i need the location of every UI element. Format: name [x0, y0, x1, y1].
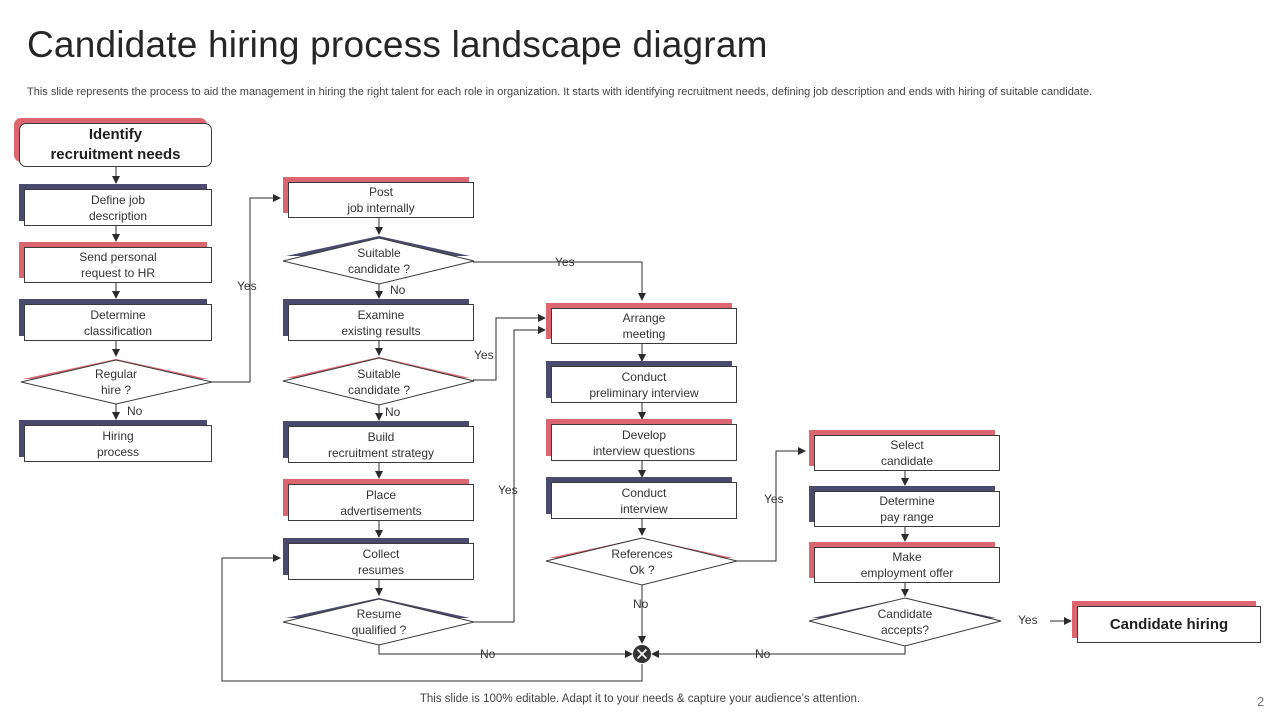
arrow-suitable2-arrange [473, 314, 546, 381]
label-yes-suitable1: Yes [555, 255, 575, 269]
arrow-resume-end [378, 645, 633, 658]
decision-regular-hire-label: Regular hire ? [94, 367, 138, 397]
decision-candidate-accepts-label: Candidate accepts? [877, 607, 933, 637]
arrow-resume-arrange [473, 326, 546, 623]
decision-regular-hire [20, 359, 213, 405]
decision-suitable-candidate-1-label: Suitable candidate ? [347, 246, 411, 276]
arrow-end-collect [221, 554, 643, 682]
page-title: Candidate hiring process landscape diagr… [27, 24, 768, 65]
node-examine-existing-results: Examine existing results [283, 299, 474, 341]
decision-references-ok-label: References Ok ? [611, 547, 673, 577]
node-identify-recruitment-needs: Identify recruitment needs [14, 118, 212, 167]
decision-resume-qualified [282, 598, 475, 646]
node-build-recruitment-strategy: Build recruitment strategy [283, 421, 474, 463]
node-hiring-process: Hiring process [19, 420, 212, 462]
label-yes-accepts: Yes [1018, 613, 1038, 627]
decision-references-ok [545, 537, 738, 586]
node-select-candidate: Select candidate [809, 430, 1000, 471]
label-no-regular: No [127, 404, 143, 418]
page-subtitle: This slide represents the process to aid… [27, 86, 1093, 98]
decision-suitable-candidate-2 [282, 357, 475, 406]
x-circle-icon [633, 645, 651, 663]
node-develop-interview-questions: Develop interview questions [546, 419, 737, 461]
node-send-personal-request: Send personal request to HR [19, 242, 212, 283]
decision-candidate-accepts [808, 597, 1002, 647]
node-define-job-description: Define job description [19, 184, 212, 226]
label-no-suitable2: No [385, 405, 401, 419]
arrow-accepts-end [651, 646, 906, 658]
label-yes-references: Yes [764, 492, 784, 506]
page-number: 2 [1257, 694, 1265, 709]
node-conduct-preliminary-interview: Conduct preliminary interview [546, 361, 737, 403]
label-no-resume: No [480, 647, 496, 661]
decision-suitable-candidate-2-label: Suitable candidate ? [347, 367, 411, 397]
node-make-employment-offer: Make employment offer [809, 542, 1000, 583]
node-determine-pay-range: Determine pay range [809, 486, 1000, 527]
footer-note: This slide is 100% editable. Adapt it to… [419, 693, 861, 705]
arrow-regular-post [212, 194, 281, 383]
label-yes-regular: Yes [237, 279, 257, 293]
arrow-suitable1-arrange [473, 261, 646, 301]
label-no-suitable1: No [390, 283, 406, 297]
arrow-references-select [737, 447, 806, 562]
label-yes-resume: Yes [498, 483, 518, 497]
node-conduct-interview: Conduct interview [546, 477, 737, 519]
node-arrange-meeting: Arrange meeting [546, 303, 737, 344]
decision-suitable-candidate-1 [282, 236, 475, 285]
node-post-job-internally: Post job internally [283, 177, 474, 218]
node-place-advertisements: Place advertisements [283, 479, 474, 521]
label-no-references: No [633, 597, 649, 611]
label-yes-suitable2: Yes [474, 348, 494, 362]
node-candidate-hiring: Candidate hiring [1072, 601, 1261, 643]
node-collect-resumes: Collect resumes [283, 538, 474, 580]
node-determine-classification: Determine classification [19, 299, 212, 341]
label-no-accepts: No [755, 647, 771, 661]
decision-resume-qualified-label: Resume qualified ? [351, 607, 407, 637]
